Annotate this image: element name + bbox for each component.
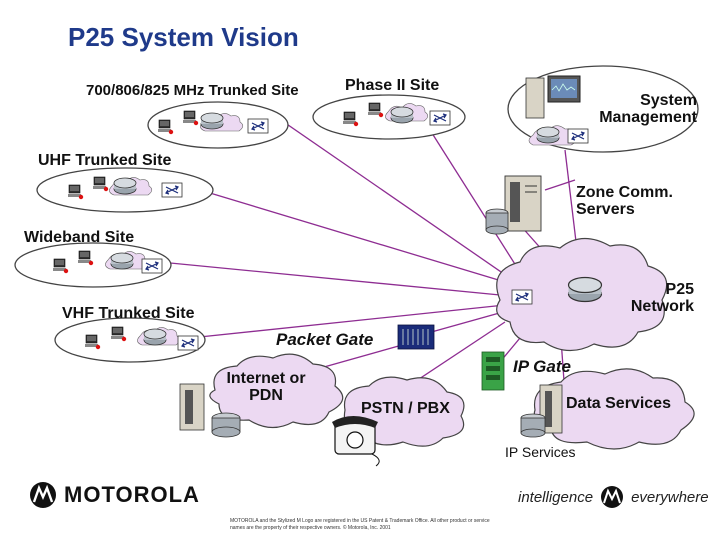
page-title: P25 System Vision xyxy=(68,22,299,52)
site-700-label: 700/806/825 MHz Trunked Site xyxy=(86,82,299,99)
motorola-m-small-icon xyxy=(601,486,624,508)
pstn-pbx-label: PSTN / PBX xyxy=(361,400,450,417)
wideband-label: Wideband Site xyxy=(24,229,135,246)
vhf-oval xyxy=(54,317,206,363)
ip-gate-icon xyxy=(481,351,505,391)
packet-gate-icon xyxy=(397,324,435,350)
data-services-label: Data Services xyxy=(566,395,671,412)
tagline-left: intelligence xyxy=(518,488,594,506)
connection-lines xyxy=(159,117,581,396)
p25-network-cloud xyxy=(496,237,668,352)
ip-gate-label: IP Gate xyxy=(513,357,571,376)
tagline: intelligence everywhere xyxy=(518,484,709,510)
vhf-label: VHF Trunked Site xyxy=(62,305,195,322)
uhf-oval xyxy=(36,167,214,213)
phase2-oval xyxy=(312,94,466,140)
internet-pdn-label: Internet or PDN xyxy=(226,370,306,404)
data-services-cloud xyxy=(520,368,695,450)
brand-name: MOTOROLA xyxy=(64,482,200,507)
telephone-icon xyxy=(332,416,380,467)
packet-gate-label: Packet Gate xyxy=(276,330,374,349)
system-management-label: System Management xyxy=(599,92,697,126)
motorola-m-icon xyxy=(30,482,56,508)
wideband-oval xyxy=(14,242,172,288)
legal-text: MOTOROLA and the Stylized M Logo are reg… xyxy=(230,518,490,531)
ip-services-label: IP Services xyxy=(505,444,576,460)
motorola-logo: MOTOROLA xyxy=(28,480,200,510)
zone-servers-icon xyxy=(485,175,542,235)
uhf-label: UHF Trunked Site xyxy=(38,152,172,169)
site-700-oval xyxy=(147,101,289,149)
tagline-right: everywhere xyxy=(631,488,709,506)
pstn-pbx-cloud xyxy=(332,376,465,467)
p25-network-label: P25 Network xyxy=(630,281,694,315)
system-management-oval xyxy=(507,65,699,153)
internet-pdn-cloud xyxy=(179,353,344,438)
zone-servers-label: Zone Comm. Servers xyxy=(576,184,673,218)
phase2-label: Phase II Site xyxy=(345,77,440,94)
